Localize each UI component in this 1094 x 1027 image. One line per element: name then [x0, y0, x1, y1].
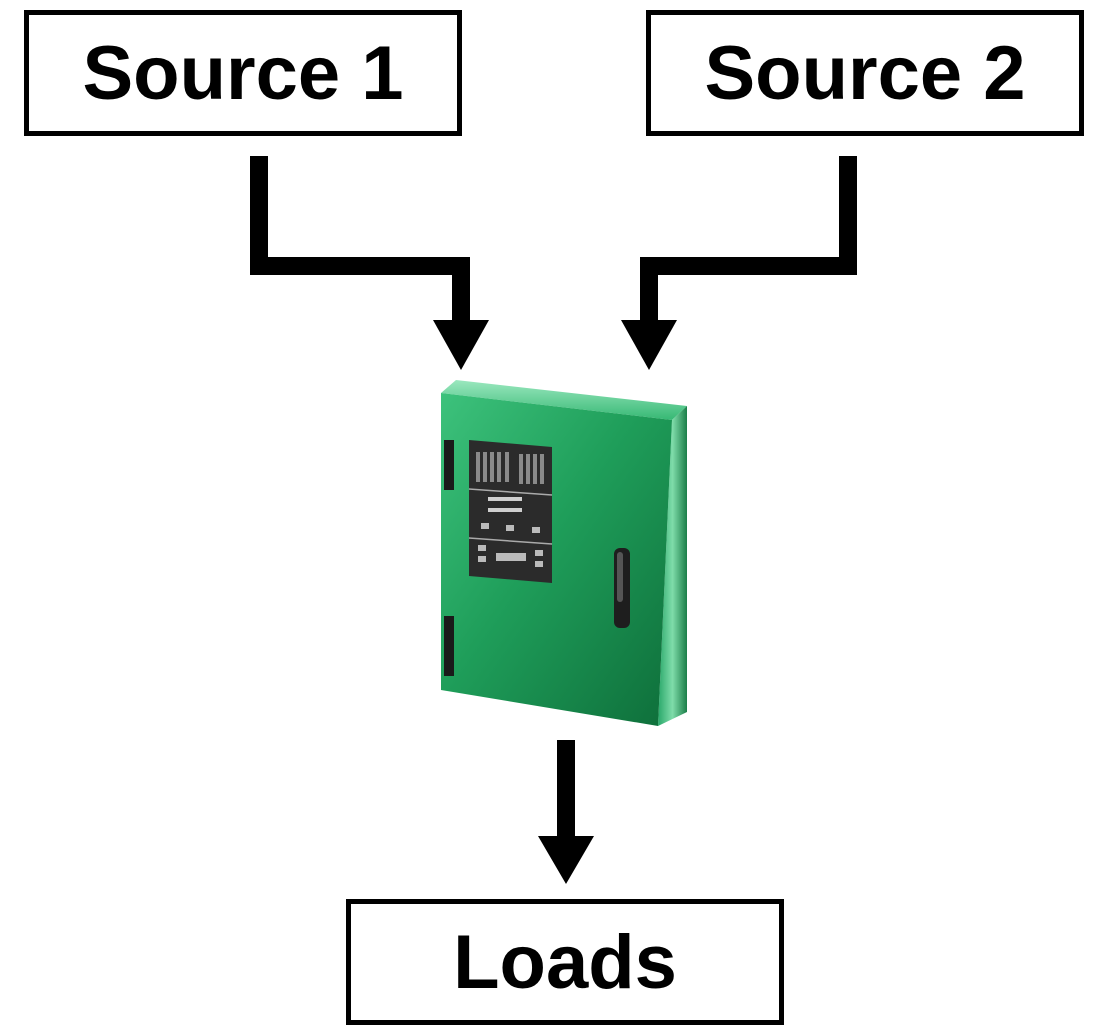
loads-box: Loads	[346, 899, 784, 1025]
connector-cabinet-to-loads	[538, 740, 594, 884]
control-panel-icon	[469, 440, 552, 583]
source-1-box: Source 1	[24, 10, 462, 136]
source-2-label: Source 2	[704, 30, 1025, 117]
door-handle-icon	[614, 548, 630, 628]
transfer-switch-cabinet-icon	[441, 380, 687, 726]
connector-source2-to-cabinet	[621, 156, 848, 370]
loads-label: Loads	[453, 919, 677, 1006]
source-2-box: Source 2	[646, 10, 1084, 136]
source-1-label: Source 1	[82, 30, 403, 117]
connector-source1-to-cabinet	[259, 156, 489, 370]
